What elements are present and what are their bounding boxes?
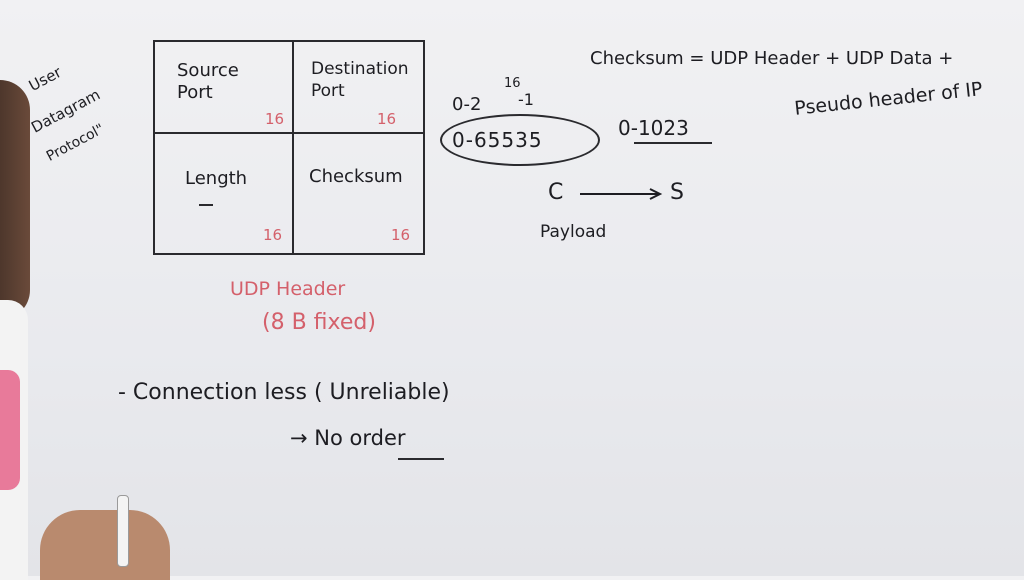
destination-port-bits: 16 <box>377 110 397 128</box>
marker-pen <box>117 495 129 567</box>
udp-header-table: Source Port 16 Destination Port 16 Lengt… <box>153 40 425 255</box>
checksum-bits: 16 <box>391 226 411 244</box>
power-minus-one: -1 <box>518 90 534 109</box>
udp-header-size: (8 B fixed) <box>262 310 376 335</box>
client-label: C <box>548 180 564 205</box>
power-exponent: 16 <box>504 76 521 91</box>
presenter-head <box>0 80 30 320</box>
order-underline <box>398 458 444 460</box>
well-known-underline <box>634 142 712 144</box>
presenter-hand <box>40 510 170 580</box>
checksum-formula-line1: Checksum = UDP Header + UDP Data + <box>590 48 954 69</box>
udp-header-caption: UDP Header <box>230 278 346 300</box>
arrow-icon <box>580 188 663 200</box>
table-divider-horizontal <box>155 132 423 134</box>
well-known-range: 0-1023 <box>618 116 689 140</box>
server-label: S <box>670 180 684 205</box>
shirt-logo <box>0 370 20 490</box>
presenter <box>0 60 50 580</box>
length-underline <box>199 204 213 206</box>
checksum-label: Checksum <box>309 166 403 187</box>
order-note: → No order <box>290 426 406 450</box>
source-port-bits: 16 <box>265 110 285 128</box>
destination-port-label: Destination Port <box>311 59 409 101</box>
checksum-formula-line2: Pseudo header of IP <box>793 78 984 120</box>
power-range: 0-2 <box>452 94 482 115</box>
connection-note: - Connection less ( Unreliable) <box>118 380 450 405</box>
length-bits: 16 <box>263 226 283 244</box>
source-port-label: Source Port <box>177 60 239 103</box>
length-label: Length <box>185 168 248 189</box>
port-range-circle <box>440 114 600 166</box>
port-range: 0-65535 <box>452 128 543 152</box>
table-divider-vertical <box>292 42 294 253</box>
payload-label: Payload <box>540 222 607 242</box>
